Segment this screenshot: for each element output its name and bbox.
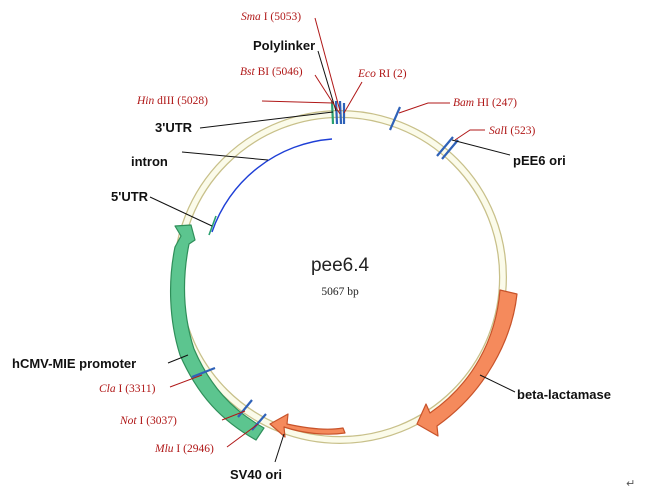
smai-label: Sma I (5053) <box>241 11 301 23</box>
polylinker-leader <box>317 50 337 112</box>
utr5-label: 5'UTR <box>111 189 149 204</box>
bamhi-label: Bam HI (247) <box>453 97 517 109</box>
polylinker-tick-2 <box>334 100 339 125</box>
utr5-tick <box>208 215 217 236</box>
intron-leader <box>181 151 269 161</box>
sali-label: SalI (523) <box>489 125 536 137</box>
hcmv-promoter-label: hCMV-MIE promoter <box>12 356 136 371</box>
noti-leader <box>221 410 246 421</box>
hindiii-label: Hin dIII (5028) <box>136 95 208 107</box>
betalac-leader <box>479 374 516 393</box>
beta-lactamase-arrow <box>416 289 518 437</box>
hcmv-promoter-arrow <box>170 224 265 441</box>
plasmid-backbone-inner <box>174 111 506 443</box>
polylinker-label: Polylinker <box>253 38 315 53</box>
intron-label: intron <box>131 154 168 169</box>
utr3-leader <box>199 111 334 129</box>
return-mark: ↵ <box>626 477 635 490</box>
noti-tick <box>237 399 253 418</box>
smai-leader <box>314 17 341 112</box>
utr3-label: 3'UTR <box>155 120 193 135</box>
sali-tick-1 <box>436 136 454 157</box>
mlui-leader <box>226 423 259 448</box>
plasmid-name: pee6.4 <box>311 255 370 276</box>
sali-leader <box>454 129 485 141</box>
polylinker-tick-3 <box>338 100 343 125</box>
beta-lactamase-label: beta-lactamase <box>517 387 611 402</box>
pee6ori-label: pEE6 ori <box>513 153 566 168</box>
hcmv-leader <box>167 354 189 364</box>
bamhi-leader <box>398 102 450 114</box>
leader-lines <box>149 17 516 463</box>
utr5-leader <box>149 196 213 227</box>
ecori-label: Eco RI (2) <box>357 68 407 80</box>
bstbi-label: Bst BI (5046) <box>240 66 303 78</box>
sali-tick-2 <box>441 139 459 160</box>
clai-label: Cla I (3311) <box>99 383 156 395</box>
bamhi-tick <box>388 106 402 131</box>
intron-arc <box>211 138 333 233</box>
hindiii-leader <box>261 100 334 104</box>
clai-tick <box>191 366 216 379</box>
clai-leader <box>169 374 203 388</box>
sv40-ori-label: SV40 ori <box>230 467 282 482</box>
plasmid-size: 5067 bp <box>321 286 359 298</box>
pee6ori-leader <box>451 139 511 156</box>
mlui-label: Mlu I (2946) <box>154 443 214 455</box>
sv40-leader <box>274 433 285 463</box>
ecori-leader <box>343 81 363 114</box>
sv40-ori-arrow <box>269 413 346 438</box>
bstbi-leader <box>314 74 341 115</box>
noti-label: Not I (3037) <box>119 415 177 427</box>
